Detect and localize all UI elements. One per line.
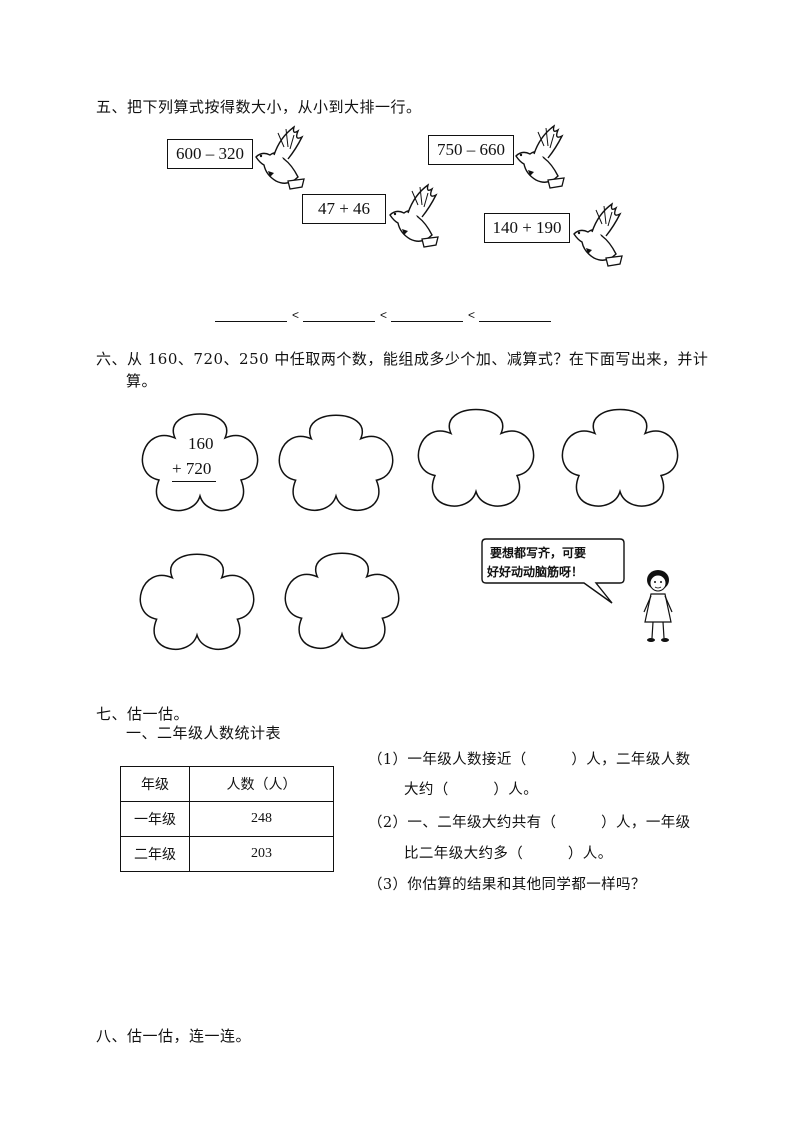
dove-icon (515, 124, 565, 189)
flower-shape-2[interactable] (272, 404, 400, 520)
table-cell: 203 (189, 836, 334, 872)
section8-heading: 八、估一估，连一连。 (96, 1027, 252, 1045)
example-addend-top: 160 (188, 434, 214, 453)
example-sum-line (172, 481, 216, 482)
section6-heading-line1: 六、从 160、720、250 中任取两个数，能组成多少个加、减算式？在下面写出… (96, 350, 709, 368)
table-header-cell: 年级 (120, 766, 190, 802)
question-2-line1: （2）一、二年级大约共有（ ）人，一年级 (368, 815, 691, 831)
flower-shape-1[interactable] (135, 404, 265, 519)
section5-heading: 五、把下列算式按得数大小，从小到大排一行。 (96, 98, 422, 116)
question-3: （3）你估算的结果和其他同学都一样吗？ (368, 877, 646, 893)
example-addend-bottom: + 720 (172, 459, 212, 478)
less-than-sign: < (468, 308, 476, 322)
speech-bubble-icon (481, 538, 625, 604)
speech-text-line2: 好好动动脑筋呀！ (487, 565, 584, 579)
dove-icon (255, 125, 305, 190)
less-than-sign: < (380, 308, 388, 322)
table-row: 二年级 203 (120, 836, 334, 872)
speech-text-line1: 要想都写齐，可要 (490, 546, 587, 560)
table-row: 一年级 248 (120, 801, 334, 837)
answer-blank-2[interactable] (303, 321, 375, 322)
table-cell: 一年级 (120, 801, 190, 837)
table-title: 一、二年级人数统计表 (126, 724, 282, 742)
expression-card-4: 140 + 190 (484, 213, 570, 243)
dove-icon (389, 183, 439, 248)
flower-shape-6[interactable] (278, 541, 406, 659)
grade-stats-table: 年级 人数（人） 一年级 248 二年级 203 (120, 766, 334, 872)
expression-card-2: 750 – 660 (428, 135, 514, 165)
answer-blank-4[interactable] (479, 321, 551, 322)
question-2-line2: 比二年级大约多（ ）人。 (404, 846, 613, 862)
flower-shape-5[interactable] (133, 542, 261, 660)
dove-icon (573, 202, 623, 267)
flower-shape-4[interactable] (555, 398, 685, 516)
section6-heading-line2: 算。 (126, 372, 158, 390)
question-1-line2: 大约（ ）人。 (404, 782, 539, 798)
flower-shape-3[interactable] (411, 398, 541, 516)
answer-blank-1[interactable] (215, 321, 287, 322)
less-than-sign: < (292, 308, 300, 322)
question-1-line1: （1）一年级人数接近（ ）人，二年级人数 (368, 752, 691, 768)
expression-card-1: 600 – 320 (167, 139, 253, 169)
girl-icon (643, 570, 673, 642)
answer-blank-3[interactable] (391, 321, 463, 322)
table-header-row: 年级 人数（人） (120, 766, 334, 802)
table-header-cell: 人数（人） (189, 766, 334, 802)
table-cell: 248 (189, 801, 334, 837)
table-cell: 二年级 (120, 836, 190, 872)
section7-heading: 七、估一估。 (96, 705, 190, 723)
expression-card-3: 47 + 46 (302, 194, 386, 224)
